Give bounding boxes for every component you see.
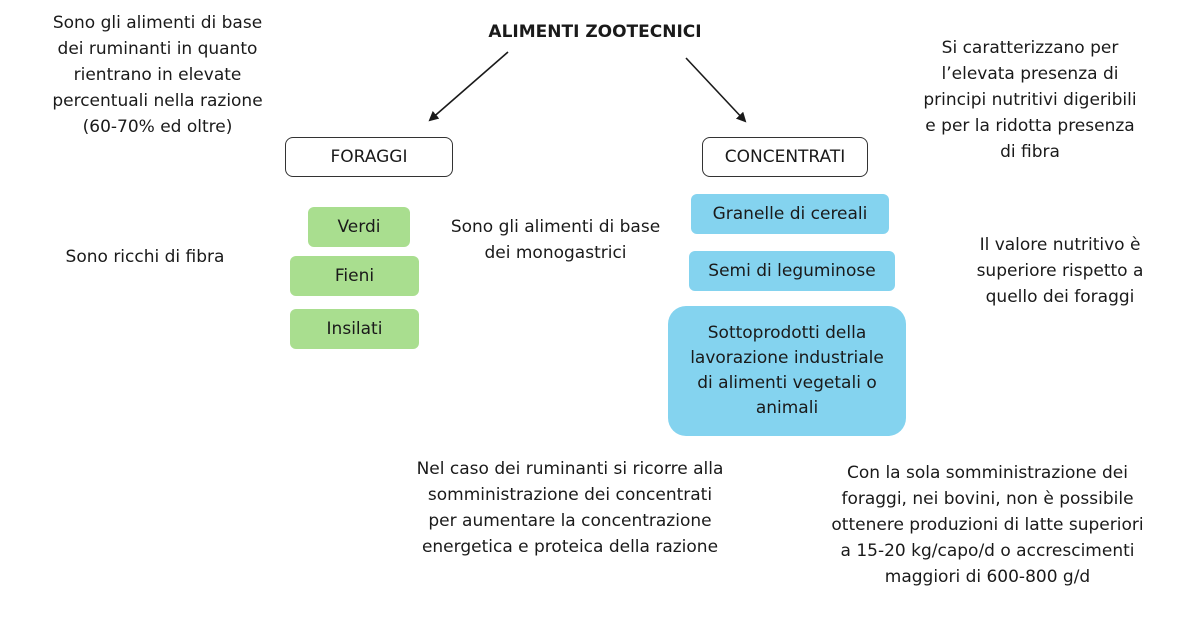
note-line: maggiori di 600-800 g/d [884,567,1091,587]
concentrati-item-label: Granelle di cereali [712,204,868,224]
foraggi-box: FORAGGI [285,137,453,177]
arrow-to-foraggi [428,51,509,122]
note-line: Sono gli alimenti di base [450,217,661,237]
note-line: Con la sola somministrazione dei [847,463,1128,483]
note-line: di fibra [1000,142,1060,162]
note-line: a 15-20 kg/capo/d o accrescimenti [840,541,1135,561]
note-line: superiore rispetto a [976,261,1144,281]
note-line: quello dei foraggi [985,287,1135,307]
concentrati-item-line: di alimenti vegetali o [697,373,877,393]
concentrati-item-line: Sottoprodotti della [707,323,867,343]
note-line: Si caratterizzano per [941,38,1119,58]
note-line: principi nutritivi digeribili [923,90,1137,110]
concentrati-item-line: animali [755,398,819,418]
note-line: Sono ricchi di fibra [65,247,225,267]
note-line: dei ruminanti in quanto [57,39,258,59]
note-line: Sono gli alimenti di base [52,13,263,33]
note-line: percentuali nella razione [52,91,263,111]
foraggi-item-verdi: Verdi [308,207,410,247]
note-bottom-center: Nel caso dei ruminanti si ricorre alla s… [395,456,745,560]
concentrati-item-semi: Semi di leguminose [689,251,895,291]
note-top-left: Sono gli alimenti di base dei ruminanti … [30,10,285,140]
foraggi-item-insilati: Insilati [290,309,419,349]
note-line: ottenere produzioni di latte superiori [831,515,1144,535]
note-top-right: Si caratterizzano per l’elevata presenza… [900,35,1160,165]
foraggi-label: FORAGGI [330,147,408,167]
concentrati-item-sottoprodotti: Sottoprodotti della lavorazione industri… [668,306,906,436]
foraggi-item-label: Verdi [337,217,381,237]
note-line: energetica e proteica della razione [421,537,719,557]
note-line: (60-70% ed oltre) [82,117,233,137]
concentrati-item-granelle: Granelle di cereali [691,194,889,234]
arrow-to-concentrati [685,57,747,123]
note-line: per aumentare la concentrazione [428,511,712,531]
foraggi-item-label: Fieni [334,266,375,286]
note-line: somministrazione dei concentrati [427,485,713,505]
note-line: rientrano in elevate [73,65,242,85]
note-line: l’elevata presenza di [941,64,1119,84]
note-center: Sono gli alimenti di base dei monogastri… [433,214,678,266]
note-mid-left: Sono ricchi di fibra [40,244,250,270]
foraggi-item-fieni: Fieni [290,256,419,296]
note-line: Nel caso dei ruminanti si ricorre alla [416,459,724,479]
note-line: dei monogastrici [484,243,627,263]
concentrati-label: CONCENTRATI [724,147,846,167]
concentrati-item-label: Semi di leguminose [708,261,876,281]
note-bottom-right: Con la sola somministrazione dei foraggi… [810,460,1165,590]
note-mid-right: Il valore nutritivo è superiore rispetto… [945,232,1175,310]
note-line: Il valore nutritivo è [979,235,1141,255]
diagram-title: ALIMENTI ZOOTECNICI [488,22,702,42]
concentrati-item-line: lavorazione industriale [690,348,884,368]
foraggi-item-label: Insilati [326,319,383,339]
note-line: e per la ridotta presenza [925,116,1135,136]
note-line: foraggi, nei bovini, non è possibile [841,489,1134,509]
concentrati-box: CONCENTRATI [702,137,868,177]
